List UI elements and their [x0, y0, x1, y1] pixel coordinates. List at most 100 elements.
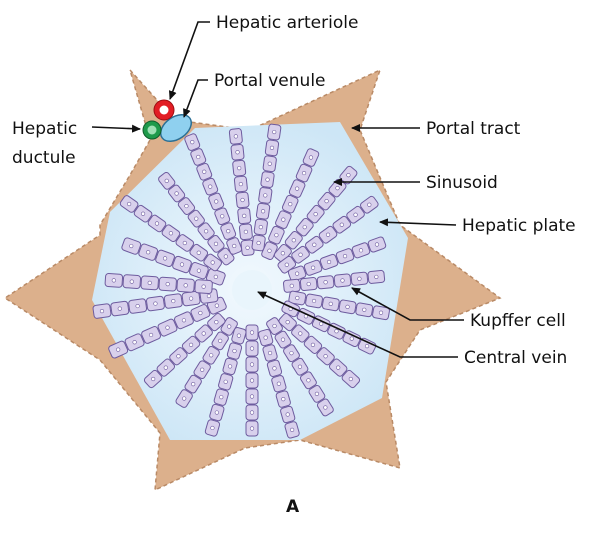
label-portal-venule: Portal venule	[214, 71, 326, 91]
hepatic-ductule-lumen	[148, 126, 157, 135]
central-vein	[232, 270, 272, 310]
hepatocyte-nucleus	[299, 332, 303, 336]
hepatocyte-nucleus	[220, 214, 224, 218]
hepatocyte-nucleus	[239, 182, 243, 186]
hepatocyte-nucleus	[234, 135, 238, 139]
hepatocyte-nucleus	[263, 194, 267, 198]
hepatocyte-nucleus	[290, 351, 294, 355]
hepatocyte-nucleus	[166, 326, 170, 330]
hepatocyte-nucleus	[215, 320, 219, 324]
figure-label: A	[286, 497, 300, 517]
hepatocyte-nucleus	[190, 140, 194, 144]
hepatocyte-nucleus	[379, 311, 383, 315]
hepatocyte-nucleus	[298, 365, 302, 369]
hepatocyte-nucleus	[362, 308, 366, 312]
hepatocyte-nucleus	[129, 244, 133, 248]
hepatocyte-nucleus	[295, 187, 299, 191]
hepatocyte-nucleus	[250, 363, 254, 367]
hepatocyte-nucleus	[165, 179, 169, 183]
hepatocyte-nucleus	[136, 304, 140, 308]
hepatocyte-nucleus	[191, 382, 195, 386]
hepatocyte-nucleus	[326, 233, 330, 237]
hepatocyte-nucleus	[214, 200, 218, 204]
hepatocyte-nucleus	[242, 214, 246, 218]
hepatocyte-nucleus	[349, 377, 353, 381]
hepatocyte-nucleus	[182, 319, 186, 323]
hepatocyte-nucleus	[250, 427, 254, 431]
hepatocyte-nucleus	[273, 367, 277, 371]
hepatocyte-nucleus	[336, 366, 340, 370]
hepatocyte-nucleus	[341, 279, 345, 283]
hepatocyte-nucleus	[299, 253, 303, 257]
hepatocyte-nucleus	[118, 307, 122, 311]
hepatocyte-nucleus	[244, 230, 248, 234]
hepatocyte-nucleus	[182, 397, 186, 401]
hepatocyte-nucleus	[146, 250, 150, 254]
hepatocyte-nucleus	[266, 178, 270, 182]
hepatocyte-nucleus	[325, 199, 329, 203]
arrow-icon	[184, 80, 208, 117]
hepatocyte-nucleus	[166, 282, 170, 286]
hepatocyte-nucleus	[116, 348, 120, 352]
hepatocyte-nucleus	[296, 296, 300, 300]
hepatocyte-nucleus	[275, 233, 279, 237]
hepatocyte-nucleus	[237, 166, 241, 170]
hepatocyte-nucleus	[250, 395, 254, 399]
hepatocyte-nucleus	[197, 269, 201, 273]
hepatocyte-nucleus	[368, 203, 372, 207]
hepatocyte-nucleus	[336, 186, 340, 190]
hepatocyte-nucleus	[290, 428, 294, 432]
hepatocyte-nucleus	[214, 275, 218, 279]
hepatocyte-nucleus	[375, 243, 379, 247]
hepatocyte-nucleus	[303, 225, 307, 229]
label-hepatic-plate: Hepatic plate	[462, 216, 576, 236]
hepatocyte-nucleus	[324, 406, 328, 410]
label-portal-tract: Portal tract	[426, 119, 521, 139]
hepatocyte-nucleus	[282, 218, 286, 222]
hepatocyte-nucleus	[215, 304, 219, 308]
hepatocyte-nucleus	[315, 392, 319, 396]
hepatocyte-nucleus	[154, 302, 158, 306]
hepatocyte-nucleus	[354, 213, 358, 217]
hepatocyte-nucleus	[224, 380, 228, 384]
hepatocyte-nucleus	[100, 309, 104, 313]
hepatocyte-nucleus	[163, 257, 167, 261]
hepatocyte-nucleus	[343, 254, 347, 258]
hepatocyte-nucleus	[268, 351, 272, 355]
hepatocyte-nucleus	[286, 413, 290, 417]
hepatocyte-nucleus	[183, 241, 187, 245]
label-sinusoid: Sinusoid	[426, 173, 498, 193]
hepatocyte-nucleus	[246, 246, 250, 250]
hepatocyte-nucleus	[292, 238, 296, 242]
hepatocyte-nucleus	[224, 255, 228, 259]
label-kupffer-cell: Kupffer cell	[470, 311, 566, 331]
hepatocyte-nucleus	[309, 156, 313, 160]
hepatocyte-nucleus	[350, 337, 354, 341]
hepatocyte-nucleus	[189, 297, 193, 301]
hepatocyte-nucleus	[257, 241, 261, 245]
hepatocyte-nucleus	[169, 231, 173, 235]
hepatocyte-nucleus	[155, 222, 159, 226]
hepatocyte-nucleus	[347, 173, 351, 177]
arrow-icon	[92, 127, 140, 129]
hepatocyte-nucleus	[359, 249, 363, 253]
hepatocyte-nucleus	[281, 251, 285, 255]
hepatocyte-nucleus	[270, 146, 274, 150]
hepatocyte-nucleus	[141, 212, 145, 216]
hepatocyte-nucleus	[194, 217, 198, 221]
hepatocyte-nucleus	[204, 229, 208, 233]
hepatocyte-nucleus	[227, 325, 231, 329]
hepatocyte-nucleus	[200, 368, 204, 372]
hepatic-arteriole-lumen	[160, 106, 169, 115]
hepatocyte-nucleus	[211, 261, 215, 265]
hepatocyte-nucleus	[281, 338, 285, 342]
hepatocyte-nucleus	[219, 395, 223, 399]
hepatocyte-nucleus	[375, 275, 379, 279]
hepatocyte-nucleus	[346, 305, 350, 309]
hepatocyte-nucleus	[202, 332, 206, 336]
hepatocyte-nucleus	[286, 320, 290, 324]
hepatocyte-nucleus	[272, 130, 276, 134]
hepatocyte-nucleus	[307, 282, 311, 286]
hepatocyte-nucleus	[233, 349, 237, 353]
hepatocyte-nucleus	[311, 266, 315, 270]
